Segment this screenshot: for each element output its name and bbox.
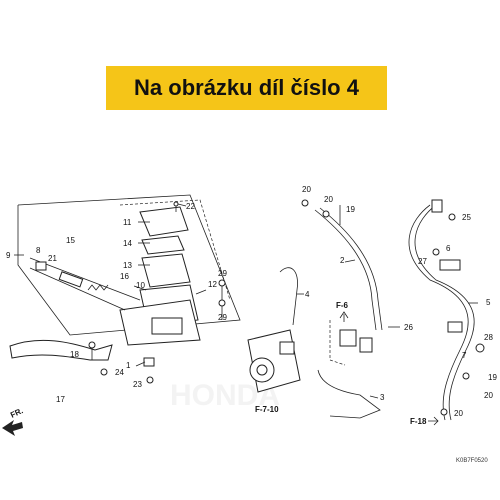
- hose-5-edge: [414, 204, 475, 421]
- cap-plate: [141, 235, 185, 255]
- banner-text: Na obrázku díl číslo 4: [134, 75, 359, 100]
- callout-20-d: 20: [454, 409, 463, 418]
- lever-nut: [100, 368, 108, 376]
- diaphragm: [141, 253, 191, 288]
- brake-switch: [143, 357, 155, 367]
- piston: [58, 271, 84, 288]
- hose-2-edge: [319, 207, 383, 331]
- bolt-29-upper: [218, 279, 226, 300]
- washer-20-right: [440, 408, 448, 416]
- ref-f6-arrow: [339, 311, 349, 322]
- clamp-holder: [151, 317, 183, 335]
- cap-screw: [173, 201, 179, 207]
- front-direction-arrow: [2, 420, 23, 436]
- reservoir-cap-group: [139, 201, 191, 288]
- callout-22: 22: [186, 202, 195, 211]
- ref-f6: F-6: [336, 301, 349, 310]
- callout-5: 5: [486, 298, 491, 307]
- callout-24: 24: [115, 368, 124, 377]
- callout-10: 10: [136, 281, 145, 290]
- callout-29-lower: 29: [218, 313, 227, 322]
- callout-15: 15: [66, 236, 75, 245]
- callout-25: 25: [462, 213, 471, 222]
- pipe-3: [317, 369, 381, 419]
- piston-cap: [35, 261, 47, 271]
- callout-17: 17: [56, 395, 65, 404]
- washer-20-a: [301, 199, 309, 207]
- callout-20-a: 20: [302, 185, 311, 194]
- callout-1: 1: [126, 361, 131, 370]
- ref-f7-10: F-7-10: [255, 405, 279, 414]
- callout-3: 3: [380, 393, 385, 402]
- callout-23: 23: [133, 380, 142, 389]
- hose-4: [279, 267, 298, 326]
- diagram-code: K0B7F0520: [456, 458, 488, 464]
- callout-14: 14: [123, 239, 132, 248]
- abs-modulator: [247, 329, 301, 393]
- part-number-banner: Na obrázku díl číslo 4: [106, 66, 387, 110]
- front-label: FR.: [9, 406, 24, 420]
- callout-4: 4: [305, 290, 310, 299]
- callout-28: 28: [484, 333, 493, 342]
- bolt-29-lower: [218, 299, 226, 320]
- callout-7: 7: [462, 351, 467, 360]
- callout-29-upper: 29: [218, 269, 227, 278]
- leader-lines: [14, 203, 478, 399]
- piston-spring: [87, 284, 109, 291]
- clamp-group-f6: [329, 320, 373, 366]
- bolt-25: [448, 213, 456, 221]
- lever-bolt: [88, 341, 96, 360]
- callout-13: 13: [123, 261, 132, 270]
- callout-12: 12: [208, 280, 217, 289]
- hose-2: [314, 209, 377, 331]
- callout-9: 9: [6, 251, 11, 260]
- hose-fitting-top: [431, 199, 443, 213]
- callout-19-top: 19: [346, 205, 355, 214]
- callout-6: 6: [446, 244, 451, 253]
- ref-f18-arrow: [428, 416, 439, 426]
- master-cylinder-body: [29, 257, 201, 346]
- hose-5: [408, 204, 469, 421]
- callout-21: 21: [48, 254, 57, 263]
- callout-20-b: 20: [324, 195, 333, 204]
- callout-27: 27: [418, 257, 427, 266]
- callout-2: 2: [340, 256, 345, 265]
- callout-8: 8: [36, 246, 41, 255]
- callout-26: 26: [404, 323, 413, 332]
- callout-18: 18: [70, 350, 79, 359]
- hose-clamp-6: [439, 259, 461, 271]
- bolt-19-right: [462, 372, 470, 380]
- brake-lever: [9, 339, 113, 361]
- hose-clamp-7: [447, 321, 463, 333]
- reservoir-cap: [139, 206, 189, 237]
- callout-16: 16: [120, 272, 129, 281]
- grommet-27: [432, 248, 440, 256]
- ref-f18: F-18: [410, 417, 427, 426]
- washer-20-b: [322, 210, 330, 218]
- callout-19-right: 19: [488, 373, 497, 382]
- callout-20-c: 20: [484, 391, 493, 400]
- switch-screw: [146, 376, 154, 384]
- grommet-28: [475, 343, 485, 353]
- piston-set: [35, 261, 109, 291]
- callout-11: 11: [123, 218, 132, 227]
